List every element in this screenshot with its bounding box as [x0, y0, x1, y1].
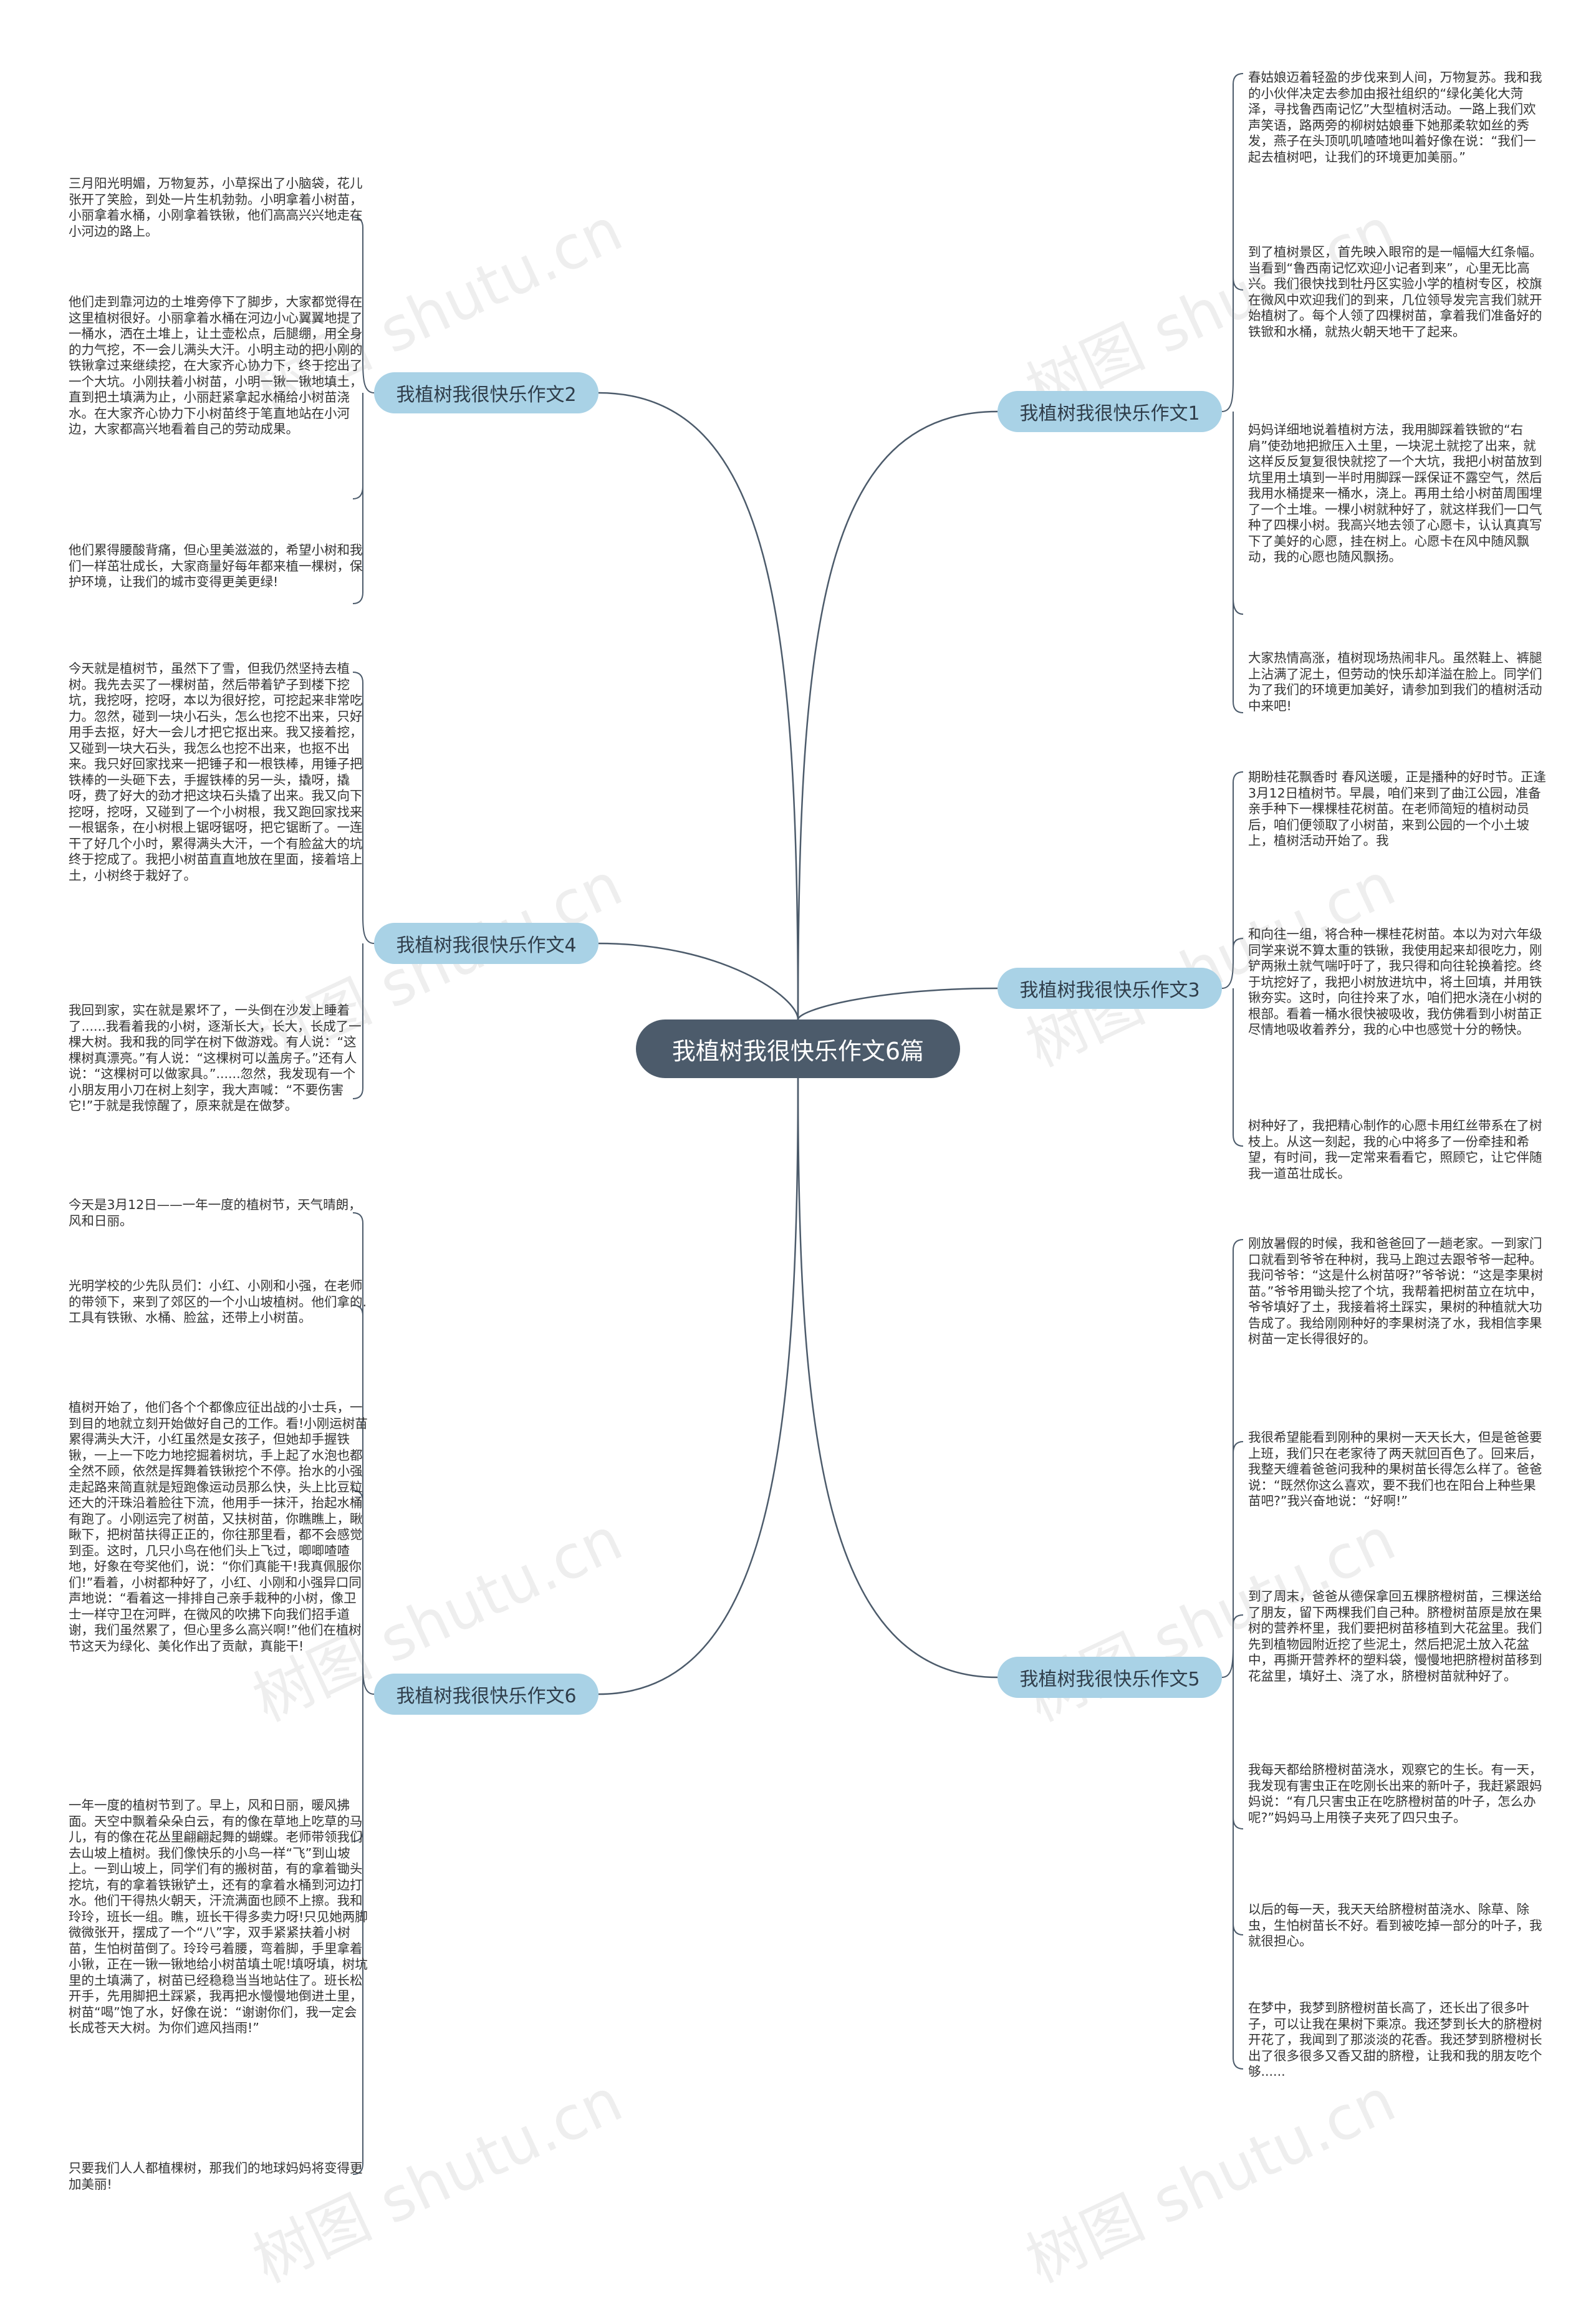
leaf-text: 在梦中，我梦到脐橙树苗长高了，还长出了很多叶子，可以让我在果树下乘凉。我还梦到长… [1248, 2000, 1542, 2079]
leaf-text: 他们累得腰酸背痛，但心里美滋滋的，希望小树和我们一样茁壮成长，大家商量好每年都来… [69, 542, 363, 589]
leaf-text: 刚放暑假的时候，我和爸爸回了一趟老家。一到家门口就看到爷爷在种树，我马上跑过去跟… [1248, 1236, 1544, 1346]
leaf-text: 今天是3月12日——一年一度的植树节，天气晴朗，风和日丽。 [69, 1197, 362, 1228]
leaf-text: 我回到家，实在就是累坏了，一头倒在沙发上睡着了......我看着我的小树，逐渐长… [69, 1003, 362, 1113]
leaf-text: 大家热情高涨，植树现场热闹非凡。虽然鞋上、裤腿上沾满了泥土，但劳动的快乐却洋溢在… [1248, 650, 1542, 713]
leaf-text: 植树开始了，他们各个个都像应征出战的小士兵，一到目的地就立刻开始做好自己的工作。… [69, 1400, 368, 1654]
branch-node-2[interactable]: 我植树我很快乐作文2 [374, 372, 598, 413]
leaf-text: 我每天都给脐橙树苗浇水，观察它的生长。有一天，我发现有害虫正在吃刚长出来的新叶子… [1248, 1762, 1542, 1825]
leaf-text: 我很希望能看到刚种的果树一天天长大，但是爸爸要上班，我们只在老家待了两天就回百色… [1248, 1430, 1542, 1508]
branch-node-4[interactable]: 我植树我很快乐作文4 [374, 923, 598, 964]
leaf-text: 今天就是植树节，虽然下了雪，但我仍然坚持去植树。我先去买了一棵树苗，然后带着铲子… [69, 661, 363, 883]
leaf-text: 和向往一组，将合种一棵桂花树苗。本以为对六年级同学来说不算太重的铁锹，我使用起来… [1248, 927, 1542, 1037]
leaf-text: 三月阳光明媚，万物复苏，小草探出了小脑袋，花儿张开了笑脸，到处一片生机勃勃。小明… [69, 176, 363, 239]
leaf-text: 光明学校的少先队员们：小红、小刚和小强，在老师的带领下，来到了郊区的一个小山坡植… [69, 1278, 367, 1325]
branch-node-1[interactable]: 我植树我很快乐作文1 [998, 391, 1222, 432]
leaf-text: 只要我们人人都植棵树，那我们的地球妈妈将变得更加美丽! [69, 2161, 363, 2192]
leaf-text: 一年一度的植树节到了。早上，风和日丽，暖风拂面。天空中飘着朵朵白云，有的像在草地… [69, 1798, 368, 2035]
leaf-text: 妈妈详细地说着植树方法，我用脚踩着铁锨的“右肩”使劲地把掀压入土里，一块泥土就挖… [1248, 422, 1542, 564]
leaf-text: 到了植树景区，首先映入眼帘的是一幅幅大红条幅。当看到“鲁西南记忆欢迎小记者到来”… [1248, 244, 1542, 339]
leaf-text: 期盼桂花飘香时 春风送暖，正是播种的好时节。正逢3月12日植树节。早晨，咱们来到… [1248, 769, 1547, 848]
leaf-text: 春姑娘迈着轻盈的步伐来到人间，万物复苏。我和我的小伙伴决定去参加由报社组织的“绿… [1248, 70, 1542, 165]
root-topic[interactable]: 我植树我很快乐作文6篇 [636, 1019, 960, 1078]
branch-node-5[interactable]: 我植树我很快乐作文5 [998, 1657, 1222, 1698]
branch-node-6[interactable]: 我植树我很快乐作文6 [374, 1674, 598, 1715]
leaf-text: 以后的每一天，我天天给脐橙树苗浇水、除草、除虫，生怕树苗长不好。看到被吃掉一部分… [1248, 1902, 1542, 1949]
leaf-text: 到了周末，爸爸从德保拿回五棵脐橙树苗，三棵送给了朋友，留下两棵我们自己种。脐橙树… [1248, 1589, 1542, 1684]
leaf-text: 他们走到靠河边的土堆旁停下了脚步，大家都觉得在这里植树很好。小丽拿着水桶在河边小… [69, 294, 363, 436]
branch-node-3[interactable]: 我植树我很快乐作文3 [998, 968, 1222, 1009]
leaf-text: 树种好了，我把精心制作的心愿卡用红丝带系在了树枝上。从这一刻起，我的心中将多了一… [1248, 1118, 1542, 1181]
